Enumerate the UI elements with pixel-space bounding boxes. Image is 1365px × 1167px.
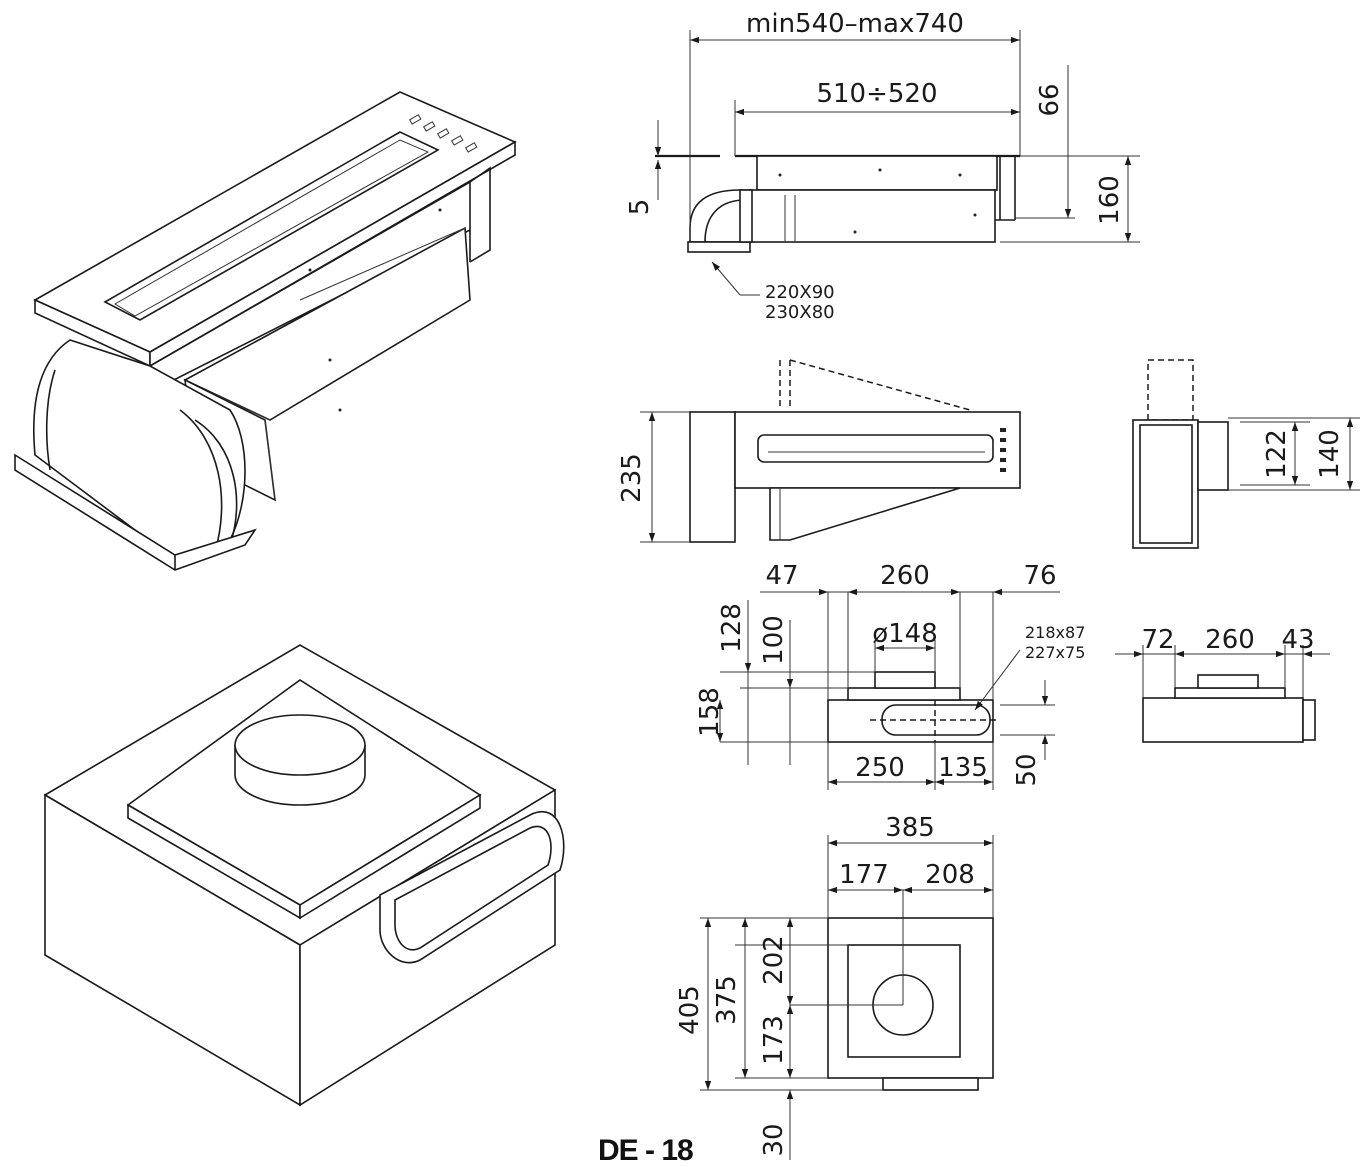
front-outlet-size-1: 218x87 — [1025, 623, 1085, 642]
front-outlet-size-2: 227x75 — [1025, 643, 1085, 662]
dim-side-right: 43 — [1281, 625, 1314, 655]
dim-height-100: 100 — [759, 615, 789, 665]
plan-view: 385 177 208 405 375 202 173 30 — [675, 813, 994, 1160]
small-side-view: 72 260 43 — [1115, 625, 1330, 743]
dim-plan-right: 208 — [925, 860, 975, 890]
dim-plan-lower: 173 — [759, 1015, 789, 1065]
dim-right-offset: 76 — [1023, 561, 1056, 591]
side-elevation-view: min540–max740 510÷520 66 160 5 220X90 23… — [625, 9, 1140, 323]
dim-side-left: 72 — [1141, 625, 1174, 655]
dim-side-inner: 122 — [1262, 429, 1292, 479]
page-label: DE - 18 — [598, 1134, 693, 1167]
dim-total-height: 160 — [1095, 175, 1125, 225]
end-view: 122 140 — [1132, 359, 1360, 549]
dim-outlet-height: 50 — [1012, 753, 1042, 786]
dim-plan-width: 385 — [885, 813, 935, 843]
dim-diameter: ø148 — [872, 619, 938, 649]
dim-plan-outer-depth: 405 — [675, 985, 705, 1035]
isometric-box-unit — [43, 644, 565, 1107]
dim-center-span: 260 — [880, 561, 930, 591]
outlet-size-1: 220X90 — [765, 282, 835, 303]
outlet-size-2: 230X80 — [765, 302, 835, 323]
dim-plan-bottom-offset: 30 — [759, 1123, 789, 1156]
dim-plan-upper: 202 — [759, 935, 789, 985]
dim-bottom-right: 135 — [938, 753, 988, 783]
dim-bottom-left: 250 — [855, 753, 905, 783]
front-elevation-view: 47 260 76 ø148 218x87 227x75 128 100 158… — [695, 561, 1085, 790]
dim-side-center: 260 — [1205, 625, 1255, 655]
dim-top-height: 66 — [1035, 83, 1065, 116]
dim-plan-inner-depth: 375 — [712, 975, 742, 1025]
dim-plate-thickness: 5 — [625, 199, 655, 216]
dim-inner-width: 510÷520 — [816, 79, 937, 109]
dim-height-128: 128 — [717, 603, 747, 653]
dim-plan-left: 177 — [839, 860, 889, 890]
dim-depth: 235 — [617, 453, 647, 503]
dim-left-offset: 47 — [765, 561, 798, 591]
isometric-hood-unit — [14, 91, 517, 571]
dim-side-outer: 140 — [1315, 429, 1345, 479]
top-view: 235 — [617, 359, 1021, 543]
dim-overall-width: min540–max740 — [746, 9, 964, 39]
